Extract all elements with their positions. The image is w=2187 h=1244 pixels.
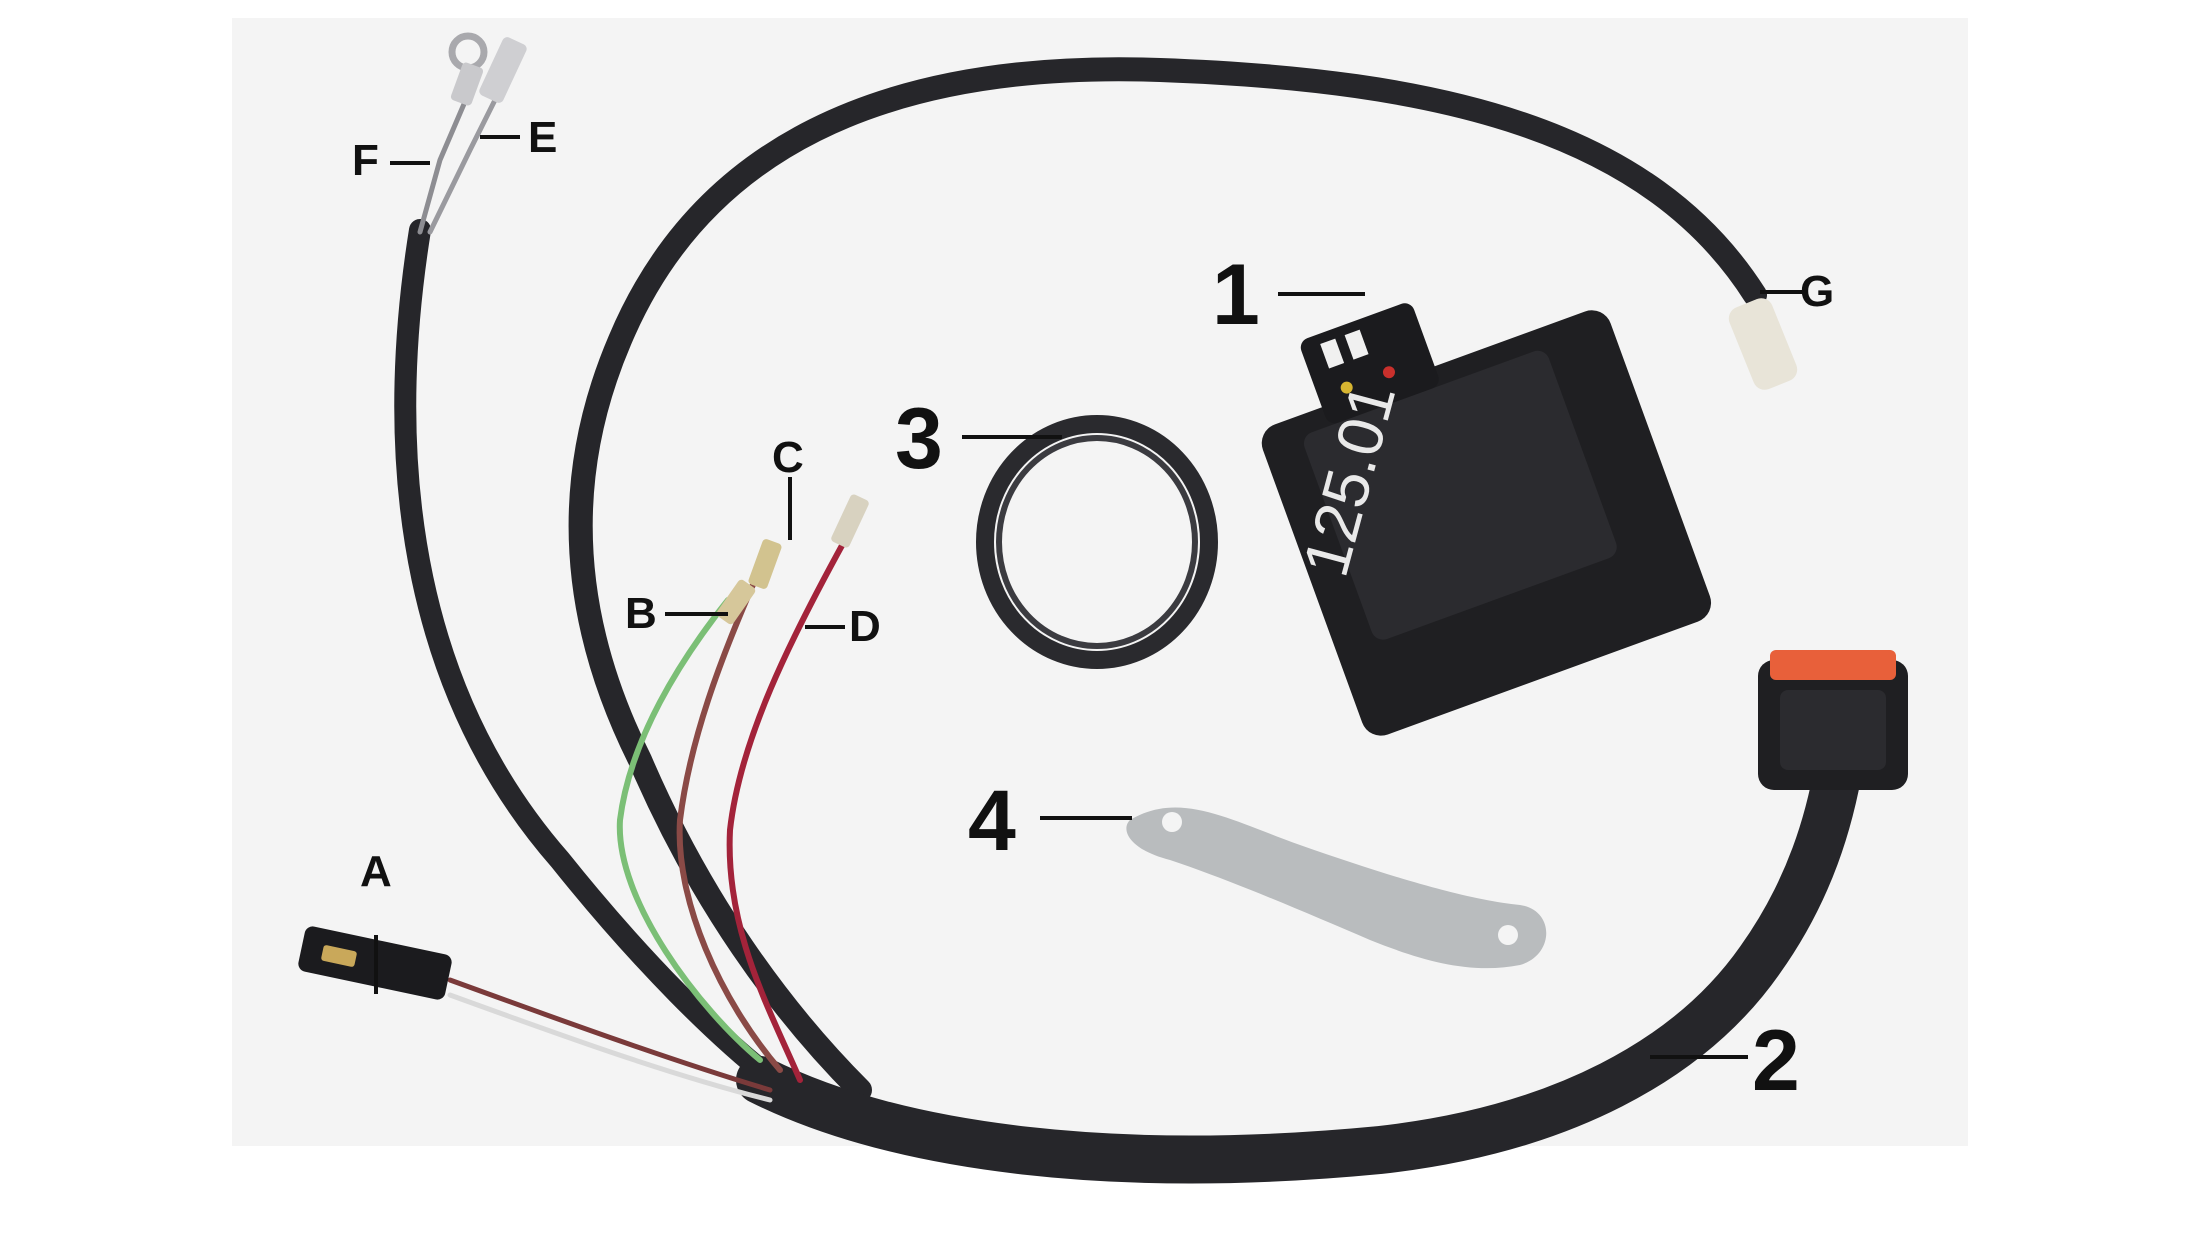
cable-fe: [394, 32, 791, 1096]
label-part-1: 1: [1212, 247, 1260, 343]
label-b: B: [625, 589, 657, 638]
label-part-4: 4: [968, 773, 1016, 869]
ring-part: [976, 415, 1218, 669]
label-d: D: [849, 602, 881, 651]
label-part-2: 2: [1752, 1013, 1800, 1109]
label-f: F: [352, 136, 379, 185]
thin-wires: [298, 494, 869, 1103]
label-a: A: [360, 847, 392, 896]
harness-main: [736, 650, 1908, 1184]
bullet-connector-icon: [1728, 298, 1798, 390]
label-part-3: 3: [895, 391, 943, 487]
control-module: [1261, 303, 1712, 736]
photo-background: [232, 18, 1968, 1146]
label-g: G: [1800, 267, 1834, 316]
bracket-part: [1126, 807, 1547, 969]
leader-lines: [374, 135, 1808, 1059]
label-c: C: [772, 433, 804, 482]
label-e: E: [528, 113, 557, 162]
